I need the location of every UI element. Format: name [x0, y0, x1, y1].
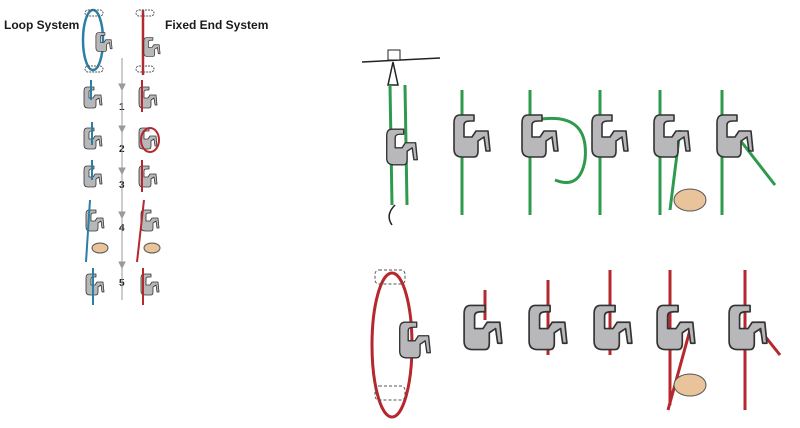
- hand-icon: [91, 242, 109, 254]
- fixed-end-steps: [136, 80, 161, 305]
- device-icon: [85, 273, 105, 296]
- sequence-arrow: [118, 58, 126, 300]
- device-icon: [398, 321, 432, 359]
- loop-system-overview: [81, 8, 113, 73]
- device-icon: [83, 86, 103, 109]
- hand-icon: [673, 373, 707, 397]
- device-icon: [95, 32, 113, 52]
- device-icon: [656, 304, 696, 351]
- green-rope-sequence: [361, 49, 777, 226]
- red-rope-sequence: [370, 269, 782, 419]
- loop-steps: [83, 80, 109, 305]
- device-icon: [140, 209, 160, 232]
- device-icon: [385, 128, 419, 166]
- device-icon: [521, 114, 559, 158]
- hand-icon: [143, 242, 161, 254]
- device-icon: [143, 37, 161, 57]
- device-icon: [463, 304, 503, 351]
- loop-system-heading: Loop System: [4, 18, 80, 32]
- hand-icon: [673, 188, 707, 212]
- anchor-icon: [374, 269, 406, 285]
- anchor-icon: [374, 385, 406, 401]
- fixed-end-system-heading: Fixed End System: [165, 18, 269, 32]
- device-icon: [453, 114, 491, 158]
- carabiner-icon: [388, 204, 396, 226]
- anchor-beam: [361, 57, 441, 63]
- device-icon: [593, 304, 633, 351]
- device-icon: [528, 304, 568, 351]
- device-icon: [728, 304, 768, 351]
- anchor-icon: [387, 49, 401, 61]
- device-icon: [591, 114, 629, 158]
- device-icon: [653, 114, 691, 158]
- fixed-end-overview: [135, 9, 161, 75]
